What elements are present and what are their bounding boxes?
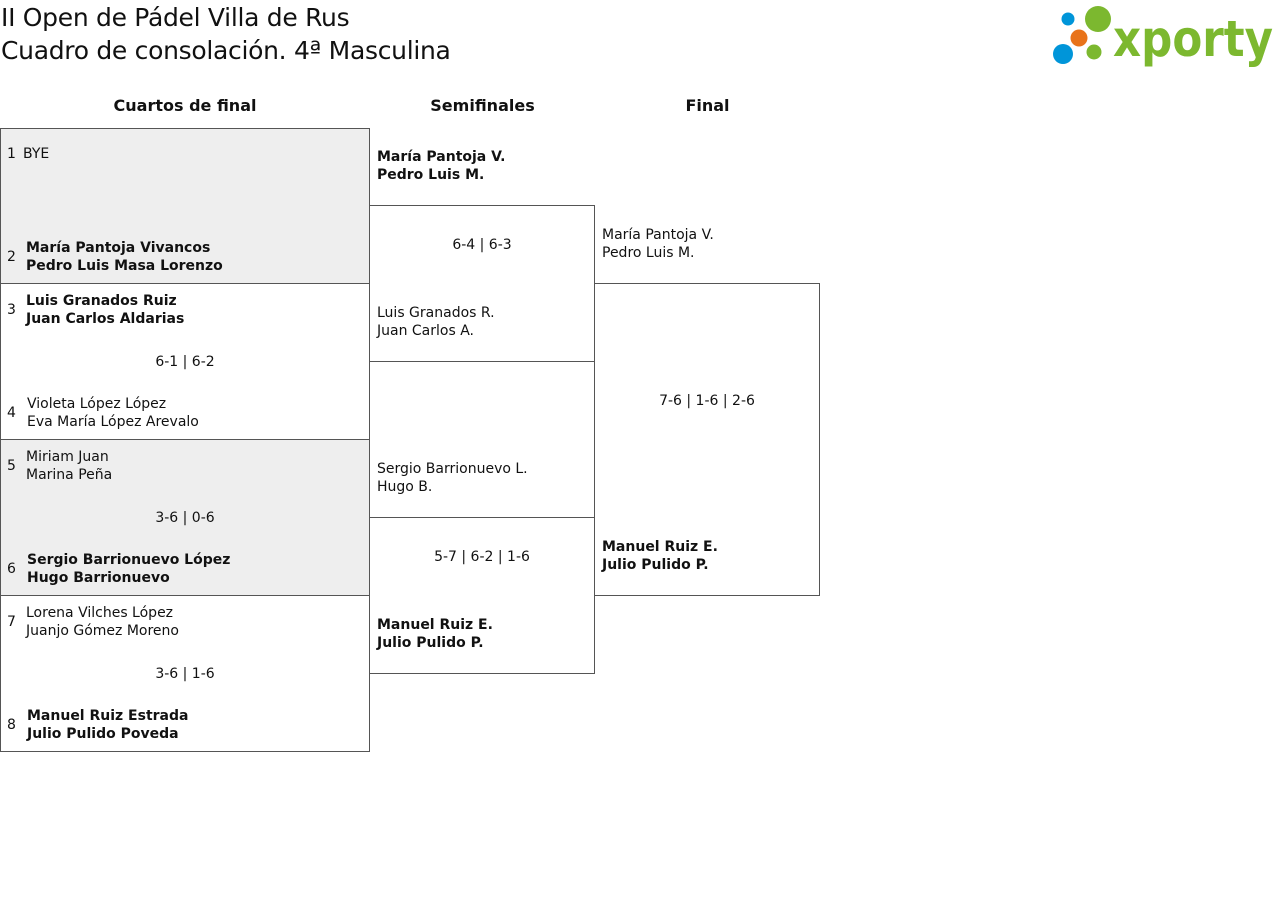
team-player-1: Miriam Juan <box>26 449 109 465</box>
seed-number: 2 <box>7 249 16 265</box>
logo-dot-green-large <box>1085 6 1111 32</box>
match-score: 6-1 | 6-2 <box>155 354 215 370</box>
team-player-2: Hugo B. <box>377 479 433 495</box>
round-heading-quarterfinals: Cuartos de final <box>113 96 257 115</box>
team-player-1: Manuel Ruiz E. <box>602 539 718 555</box>
logo-dot-orange <box>1070 29 1088 47</box>
seed-number: 4 <box>7 405 16 421</box>
logo-dot-green-small <box>1086 44 1102 60</box>
seed-number: 8 <box>7 717 16 733</box>
quarterfinal-match-3[interactable] <box>0 439 370 596</box>
team-player-2: Pedro Luis M. <box>602 245 695 261</box>
seed-number: 7 <box>7 614 16 630</box>
team-player-2: Julio Pulido Poveda <box>27 726 179 742</box>
draw-subtitle: Cuadro de consolación. 4ª Masculina <box>1 36 451 65</box>
final-match[interactable] <box>594 283 820 596</box>
xporty-logo[interactable]: xporty <box>1050 4 1276 68</box>
seed-number: 6 <box>7 561 16 577</box>
team-player-2: Juan Carlos Aldarias <box>26 311 185 327</box>
logo-dot-blue-small <box>1061 12 1075 26</box>
team-player-1: Violeta López López <box>27 396 167 412</box>
round-heading-semifinals: Semifinales <box>430 96 535 115</box>
logo-dot-blue-large <box>1053 44 1073 64</box>
team-player-1: María Pantoja V. <box>602 227 714 243</box>
match-score: 3-6 | 0-6 <box>155 510 215 526</box>
match-score: 7-6 | 1-6 | 2-6 <box>659 393 755 409</box>
team-player-1: Manuel Ruiz Estrada <box>27 708 189 724</box>
team-player-1: Luis Granados R. <box>377 305 495 321</box>
seed-number: 5 <box>7 458 16 474</box>
match-score: 5-7 | 6-2 | 1-6 <box>434 549 530 565</box>
team-player-2: Eva María López Arevalo <box>27 414 199 430</box>
seed-number: 3 <box>7 302 16 318</box>
team-player-2: Julio Pulido P. <box>377 635 484 651</box>
team-player-2: Pedro Luis Masa Lorenzo <box>26 258 223 274</box>
team-player-1: María Pantoja Vivancos <box>26 240 211 256</box>
round-heading-final: Final <box>685 96 730 115</box>
team-player-2: Pedro Luis M. <box>377 167 485 183</box>
team-player-1: Manuel Ruiz E. <box>377 617 493 633</box>
team-player-1: Sergio Barrionuevo López <box>27 552 231 568</box>
team-player-1: Lorena Vilches López <box>26 605 174 621</box>
seed-number: 1 <box>7 146 16 162</box>
team-player-2: Juanjo Gómez Moreno <box>26 623 179 639</box>
team-player-2: Julio Pulido P. <box>602 557 709 573</box>
tournament-title: II Open de Pádel Villa de Rus <box>1 3 350 32</box>
match-score: 3-6 | 1-6 <box>155 666 215 682</box>
team-player-1: Luis Granados Ruiz <box>26 293 177 309</box>
match-score: 6-4 | 6-3 <box>452 237 512 253</box>
quarterfinal-match-1[interactable] <box>0 128 370 284</box>
team-player-2: Juan Carlos A. <box>377 323 474 339</box>
team-player-2: Hugo Barrionuevo <box>27 570 170 586</box>
bye-slot: BYE <box>23 146 50 162</box>
team-player-1: Sergio Barrionuevo L. <box>377 461 528 477</box>
logo-wordmark: xporty <box>1113 10 1273 68</box>
team-player-1: María Pantoja V. <box>377 149 506 165</box>
team-player-2: Marina Peña <box>26 467 113 483</box>
